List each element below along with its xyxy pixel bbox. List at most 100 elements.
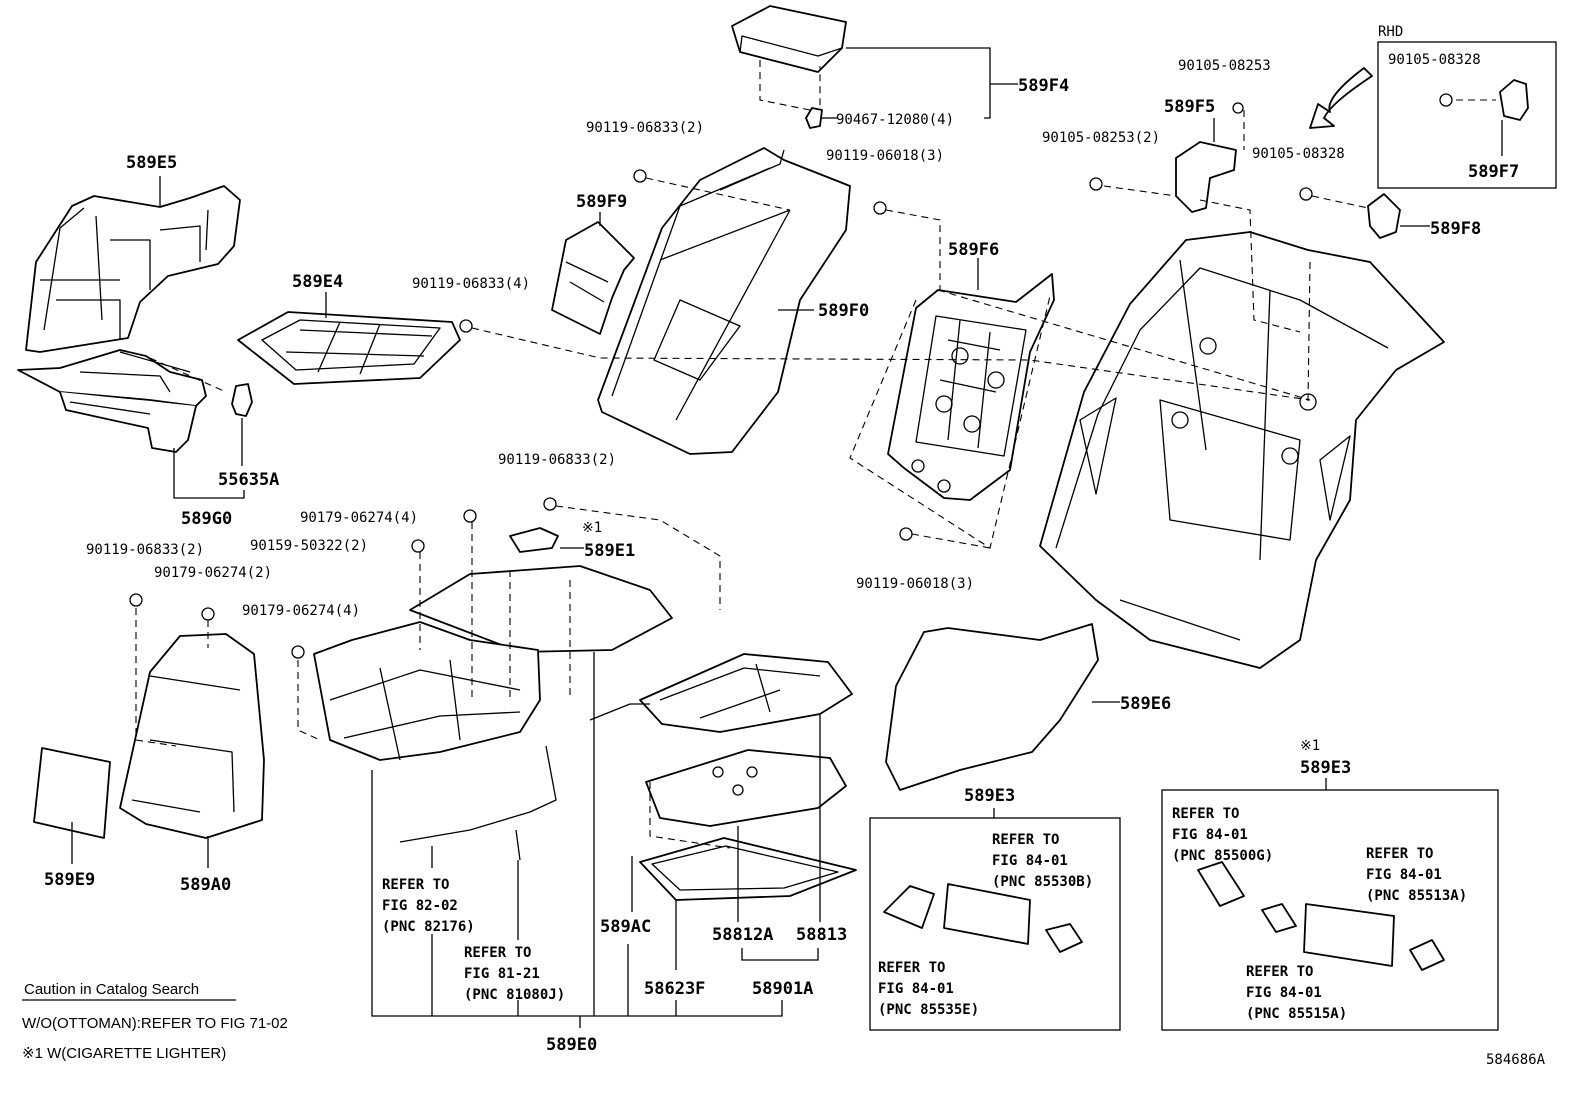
part-589E5-shape	[25, 185, 241, 353]
refer-block-81-21: REFER TO FIG 81-21 (PNC 81080J)	[464, 945, 565, 1003]
fastener-icons	[129, 93, 1453, 659]
label-55635A: 55635A	[218, 470, 279, 490]
label-rhd: RHD	[1378, 24, 1403, 40]
refer-line: FIG 84-01	[1366, 867, 1442, 883]
part-589F0-shape	[597, 147, 851, 455]
label-589F8: 589F8	[1430, 219, 1481, 239]
part-589A0-shape	[119, 633, 265, 839]
refer-line: REFER TO	[1366, 846, 1433, 862]
part-lighter-left-shape	[883, 883, 1083, 953]
label-589F0: 589F0	[818, 301, 869, 321]
part-body-structure-shape	[1039, 231, 1445, 669]
refer-line: REFER TO	[992, 832, 1059, 848]
refer-line: (PNC 85515A)	[1246, 1006, 1347, 1022]
label-bolt-90105-08253-a: 90105-08253	[1178, 58, 1271, 74]
refer-line: FIG 81-21	[464, 966, 540, 982]
refer-line: (PNC 85535E)	[878, 1002, 979, 1018]
part-589G0-shape	[17, 349, 253, 453]
label-589E9: 589E9	[44, 870, 95, 890]
leader-lines	[71, 47, 1503, 1028]
refer-line: (PNC 81080J)	[464, 987, 565, 1003]
label-589F6: 589F6	[948, 240, 999, 260]
label-58623F: 58623F	[644, 979, 705, 999]
part-589F8-shape	[1367, 193, 1401, 239]
refer-line: (PNC 85513A)	[1366, 888, 1467, 904]
refer-line: REFER TO	[1172, 806, 1239, 822]
lighter-box-right	[1161, 789, 1499, 1031]
part-589F6-shape	[887, 273, 1055, 501]
label-589F9: 589F9	[576, 192, 627, 212]
label-bolt-90105-08328-b: 90105-08328	[1252, 146, 1345, 162]
label-589G0: 589G0	[181, 509, 232, 529]
refer-block-85535E: REFER TO FIG 84-01 (PNC 85535E)	[878, 960, 979, 1018]
label-589F7: 589F7	[1468, 162, 1519, 182]
label-58901A: 58901A	[752, 979, 813, 999]
figure-id: 584686A	[1486, 1052, 1546, 1068]
refer-line: (PNC 85530B)	[992, 874, 1093, 890]
part-589F5-shape	[1175, 141, 1237, 213]
dashed-leader-lines	[135, 99, 1496, 849]
label-589A0: 589A0	[180, 875, 231, 895]
label-58813: 58813	[796, 925, 847, 945]
label-bolt-90179-06274-b: 90179-06274(2)	[154, 565, 272, 581]
label-bolt-90179-06274-a: 90179-06274(4)	[300, 510, 418, 526]
refer-line: REFER TO	[878, 960, 945, 976]
label-note-mark-1: ※1	[582, 520, 602, 536]
label-bolt-90119-06018-b: 90119-06018(3)	[856, 576, 974, 592]
refer-line: REFER TO	[464, 945, 531, 961]
part-lighter-right-shape	[1197, 861, 1445, 971]
label-589E4: 589E4	[292, 272, 343, 292]
refer-block-85515A: REFER TO FIG 84-01 (PNC 85515A)	[1246, 964, 1347, 1022]
refer-line: (PNC 85500G)	[1172, 848, 1273, 864]
rhd-arrow-icon	[1309, 67, 1373, 129]
label-589E6: 589E6	[1120, 694, 1171, 714]
label-bolt-90467-12080: 90467-12080(4)	[836, 112, 954, 128]
label-bolt-90119-06833-d: 90119-06833(2)	[86, 542, 204, 558]
refer-block-82-02: REFER TO FIG 82-02 (PNC 82176)	[382, 877, 475, 935]
label-589AC: 589AC	[600, 917, 651, 937]
part-589E9-shape	[33, 747, 111, 839]
refer-block-85530B: REFER TO FIG 84-01 (PNC 85530B)	[992, 832, 1093, 890]
label-bolt-90105-08253-b: 90105-08253(2)	[1042, 130, 1160, 146]
part-console-shape	[313, 527, 673, 761]
label-589F4: 589F4	[1018, 76, 1069, 96]
refer-line: REFER TO	[1246, 964, 1313, 980]
lighter-box-left	[869, 817, 1121, 1031]
refer-line: FIG 84-01	[878, 981, 954, 997]
note-ottoman: W/O(OTTOMAN):REFER TO FIG 71-02	[22, 1015, 288, 1032]
part-589AC-shape	[639, 653, 853, 733]
refer-line: FIG 84-01	[1172, 827, 1248, 843]
label-bolt-90105-08328-a: 90105-08328	[1388, 52, 1481, 68]
label-589E1: 589E1	[584, 541, 635, 561]
note-cigarette-lighter: ※1 W(CIGARETTE LIGHTER)	[22, 1045, 226, 1062]
refer-line: (PNC 82176)	[382, 919, 475, 935]
refer-line: REFER TO	[382, 877, 449, 893]
label-bolt-90179-06274-c: 90179-06274(4)	[242, 603, 360, 619]
label-bolt-90119-06833-a: 90119-06833(2)	[586, 120, 704, 136]
part-589E6-shape	[885, 623, 1099, 791]
refer-block-85513A: REFER TO FIG 84-01 (PNC 85513A)	[1366, 846, 1467, 904]
label-bolt-90119-06018-a: 90119-06018(3)	[826, 148, 944, 164]
label-bolt-90119-06833-c: 90119-06833(2)	[498, 452, 616, 468]
label-bolt-90119-06833-b: 90119-06833(4)	[412, 276, 530, 292]
label-note-mark-2: ※1	[1300, 738, 1320, 754]
label-58812A: 58812A	[712, 925, 773, 945]
part-589E4-shape	[237, 311, 461, 385]
part-589F9-shape	[551, 221, 635, 335]
part-589F4-shape	[731, 5, 847, 113]
label-589E3-right: 589E3	[1300, 758, 1351, 778]
label-589E5: 589E5	[126, 153, 177, 173]
caution-title: Caution in Catalog Search	[24, 981, 199, 998]
label-589E3-left: 589E3	[964, 786, 1015, 806]
rhd-inset-box	[1377, 41, 1557, 189]
label-589F5: 589F5	[1164, 97, 1215, 117]
refer-block-85500G: REFER TO FIG 84-01 (PNC 85500G)	[1172, 806, 1273, 864]
wire-harness-shape	[399, 703, 650, 861]
part-58812A-shape	[645, 749, 847, 827]
part-58623F-shape	[639, 837, 857, 901]
label-589E0: 589E0	[546, 1035, 597, 1055]
refer-line: FIG 82-02	[382, 898, 458, 914]
refer-line: FIG 84-01	[992, 853, 1068, 869]
part-clip-90467-shape	[805, 107, 823, 129]
